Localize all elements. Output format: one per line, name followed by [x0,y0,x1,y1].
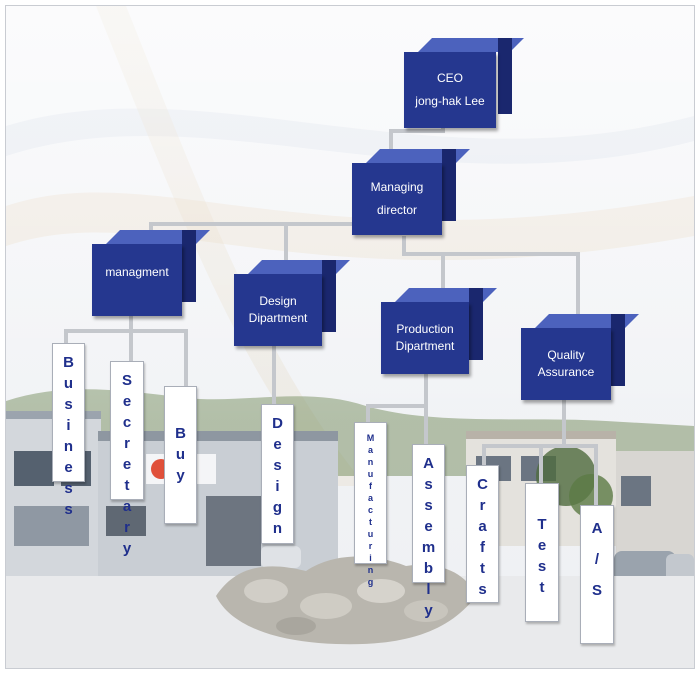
quality-assurance-box: Quality Assurance [521,314,639,400]
card-design-label: Design [269,415,286,541]
card-buy-label: Buy [172,425,189,488]
card-as: A/S [580,505,614,644]
card-manufacturing: Manufacturing [354,422,387,589]
card-secretary-label: Secretary [118,372,136,561]
card-business-label: Business [60,354,77,522]
card-manufacturing-label: Manufacturing [365,433,376,589]
design-department-line1: Design [259,294,297,308]
card-test-label: Test [533,516,551,600]
managing-director-line2: director [376,203,417,217]
card-assembly-label: Assembly [420,455,437,623]
production-department-line2: Dipartment [395,339,455,353]
design-department-box: Design Dipartment [234,260,350,346]
ceo-name: jong-hak Lee [415,94,485,108]
card-buy: Buy [164,386,197,524]
chart-frame: CEO jong-hak Lee Managing director manag… [5,5,695,669]
card-business: Business [52,343,85,522]
managing-director-box: Managing director [352,149,470,235]
quality-assurance-line2: Assurance [537,365,595,379]
managing-director-line1: Managing [370,180,424,194]
managment-box: managment [92,230,210,316]
quality-assurance-line1: Quality [547,348,585,362]
connector-lines [64,122,598,513]
card-crafts: Crafts [466,465,499,603]
card-design: Design [261,404,294,544]
production-department-line1: Production [396,322,454,336]
production-department-box: Production Dipartment [381,288,497,374]
managment-label: managment [105,265,169,279]
ceo-box: CEO jong-hak Lee [404,38,524,128]
card-secretary: Secretary [110,361,144,561]
ceo-title: CEO [436,71,463,85]
card-test: Test [525,483,559,622]
design-department-line2: Dipartment [248,311,308,325]
card-assembly: Assembly [412,444,445,623]
card-as-label: A/S [588,520,606,613]
card-crafts-label: Crafts [474,476,491,602]
